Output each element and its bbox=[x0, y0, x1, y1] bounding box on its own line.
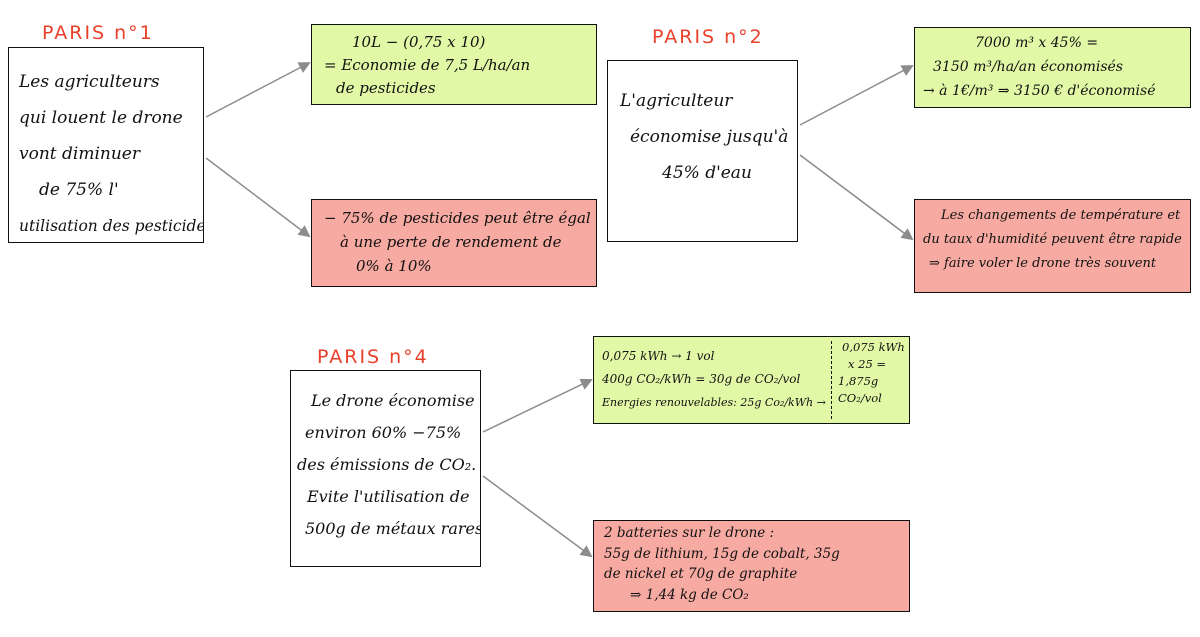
paris-1-risk: − 75% de pesticides peut être égal à une… bbox=[311, 199, 597, 287]
statement-line: qui louent le drone bbox=[19, 108, 183, 128]
paris-1-statement: Les agriculteurs qui louent le drone von… bbox=[8, 47, 204, 243]
benefit-line: 0,075 kWh → 1 vol bbox=[602, 349, 715, 363]
benefit-line: Energies renouvelables: 25g Co₂/kWh → bbox=[602, 396, 826, 409]
arrow-p4-benefit bbox=[482, 378, 593, 433]
statement-line: 45% d'eau bbox=[662, 163, 752, 183]
arrow-p2-benefit bbox=[799, 65, 914, 126]
risk-line: 55g de lithium, 15g de cobalt, 35g bbox=[604, 545, 840, 562]
benefit-line: CO₂/vol bbox=[838, 391, 882, 405]
paris-4-statement: Le drone économise environ 60% −75% des … bbox=[290, 370, 481, 567]
statement-line: vont diminuer bbox=[19, 144, 140, 164]
benefit-line: 400g CO₂/kWh = 30g de CO₂/vol bbox=[602, 372, 801, 386]
benefit-line: 10L − (0,75 x 10) bbox=[352, 33, 486, 51]
statement-line: utilisation des pesticides bbox=[19, 217, 204, 235]
benefit-line: x 25 = bbox=[848, 357, 887, 371]
title-paris-2: PARIS n°2 bbox=[652, 26, 764, 48]
arrow-p1-risk bbox=[205, 157, 311, 238]
benefit-result: 0,075 kWh x 25 = 1,875g CO₂/vol bbox=[838, 339, 908, 407]
paris-2-benefit: 7000 m³ x 45% = 3150 m³/ha/an économisés… bbox=[914, 27, 1191, 108]
paris-1-benefit: 10L − (0,75 x 10) = Economie de 7,5 L/ha… bbox=[311, 24, 597, 105]
paris-4-risk: 2 batteries sur le drone : 55g de lithiu… bbox=[593, 520, 910, 612]
paris-2-risk: Les changements de température et du tau… bbox=[914, 199, 1191, 293]
benefit-line: 3150 m³/ha/an économisés bbox=[933, 59, 1123, 75]
benefit-calculation: 0,075 kWh → 1 vol 400g CO₂/kWh = 30g de … bbox=[602, 345, 826, 414]
risk-line: ⇒ faire voler le drone très souvent bbox=[929, 256, 1157, 271]
arrow-p4-risk bbox=[482, 475, 593, 558]
benefit-line: de pesticides bbox=[336, 79, 436, 97]
risk-line: Les changements de température et bbox=[941, 208, 1181, 223]
benefit-line: → à 1€/m³ ⇒ 3150 € d'économisé bbox=[923, 83, 1156, 99]
paris-4-benefit: 0,075 kWh → 1 vol 400g CO₂/kWh = 30g de … bbox=[593, 336, 910, 424]
paris-2-statement: L'agriculteur économise jusqu'à 45% d'ea… bbox=[607, 60, 798, 242]
risk-line: 0% à 10% bbox=[356, 257, 432, 275]
arrow-p2-risk bbox=[799, 154, 914, 241]
risk-line: du taux d'humidité peuvent être rapide bbox=[923, 232, 1182, 247]
statement-line: Les agriculteurs bbox=[19, 72, 160, 92]
benefit-line: 7000 m³ x 45% = bbox=[975, 35, 1099, 51]
benefit-line: 1,875g bbox=[838, 374, 879, 388]
statement-line: Le drone économise bbox=[311, 391, 475, 410]
title-paris-4: PARIS n°4 bbox=[317, 346, 429, 368]
statement-line: Evite l'utilisation de bbox=[307, 487, 470, 506]
statement-line: des émissions de CO₂. bbox=[297, 455, 477, 474]
benefit-line: = Economie de 7,5 L/ha/an bbox=[324, 56, 531, 74]
risk-line: à une perte de rendement de bbox=[340, 233, 562, 251]
statement-line: de 75% l' bbox=[39, 180, 119, 200]
statement-line: L'agriculteur bbox=[620, 91, 733, 111]
title-paris-1: PARIS n°1 bbox=[42, 22, 154, 44]
benefit-line: 0,075 kWh bbox=[842, 340, 905, 354]
risk-line: de nickel et 70g de graphite bbox=[604, 566, 798, 582]
statement-line: 500g de métaux rares bbox=[305, 519, 481, 538]
statement-line: environ 60% −75% bbox=[305, 423, 462, 442]
risk-line: − 75% de pesticides peut être égal bbox=[324, 209, 591, 227]
dashed-separator bbox=[831, 341, 832, 419]
arrow-p1-benefit bbox=[205, 62, 311, 118]
statement-line: économise jusqu'à bbox=[630, 127, 789, 147]
risk-line: ⇒ 1,44 kg de CO₂ bbox=[630, 586, 749, 603]
risk-line: 2 batteries sur le drone : bbox=[604, 525, 775, 541]
